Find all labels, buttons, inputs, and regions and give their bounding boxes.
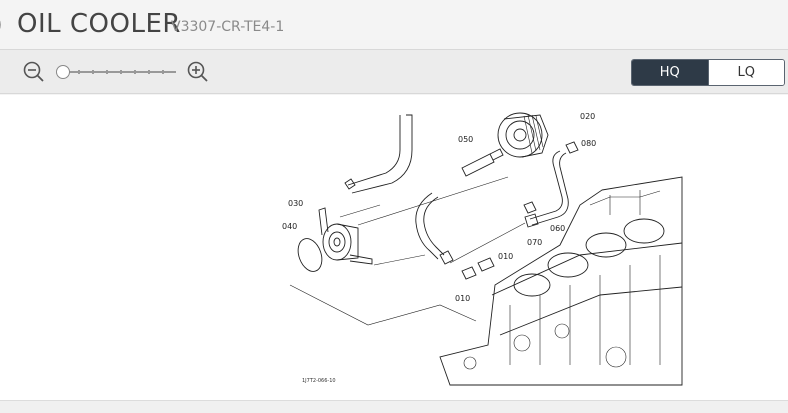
model-code: V3307-CR-TE4-1 [171, 19, 285, 35]
slider-tick [148, 70, 150, 74]
zoom-slider[interactable] [56, 64, 178, 80]
callout-040: 040 [282, 222, 297, 231]
callout-030: 030 [288, 199, 303, 208]
diagram-canvas[interactable]: 020 050 080 030 040 060 070 010 010 1J7T… [0, 95, 788, 400]
callout-020: 020 [580, 112, 595, 121]
page-title: OIL COOLER [17, 9, 181, 39]
hq-button[interactable]: HQ [632, 60, 708, 85]
slider-tick [120, 70, 122, 74]
callout-070: 070 [527, 238, 542, 247]
footer-bar [0, 400, 788, 413]
slider-tick [106, 70, 108, 74]
slider-thumb[interactable] [56, 65, 70, 79]
lq-button[interactable]: LQ [707, 60, 784, 85]
oil-cooler-exploded-diagram: 020 050 080 030 040 060 070 010 010 1J7T… [282, 112, 683, 386]
callout-050: 050 [458, 135, 473, 144]
callout-060: 060 [550, 224, 565, 233]
chevron-left-icon[interactable]: ) [0, 10, 2, 38]
slider-tick [92, 70, 94, 74]
zoom-in-icon[interactable] [186, 60, 210, 84]
slider-tick [78, 70, 80, 74]
page-header: ) OIL COOLER V3307-CR-TE4-1 [0, 0, 788, 48]
callout-010-upper: 010 [498, 252, 513, 261]
callout-080: 080 [581, 139, 596, 148]
drawing-code: 1J7T2-066-10 [302, 378, 336, 384]
slider-tick [134, 70, 136, 74]
zoom-out-icon[interactable] [22, 60, 46, 84]
viewer-toolbar: HQ LQ [0, 49, 788, 94]
callout-010-lower: 010 [455, 294, 470, 303]
slider-tick [162, 70, 164, 74]
quality-toggle: HQ LQ [631, 59, 785, 86]
